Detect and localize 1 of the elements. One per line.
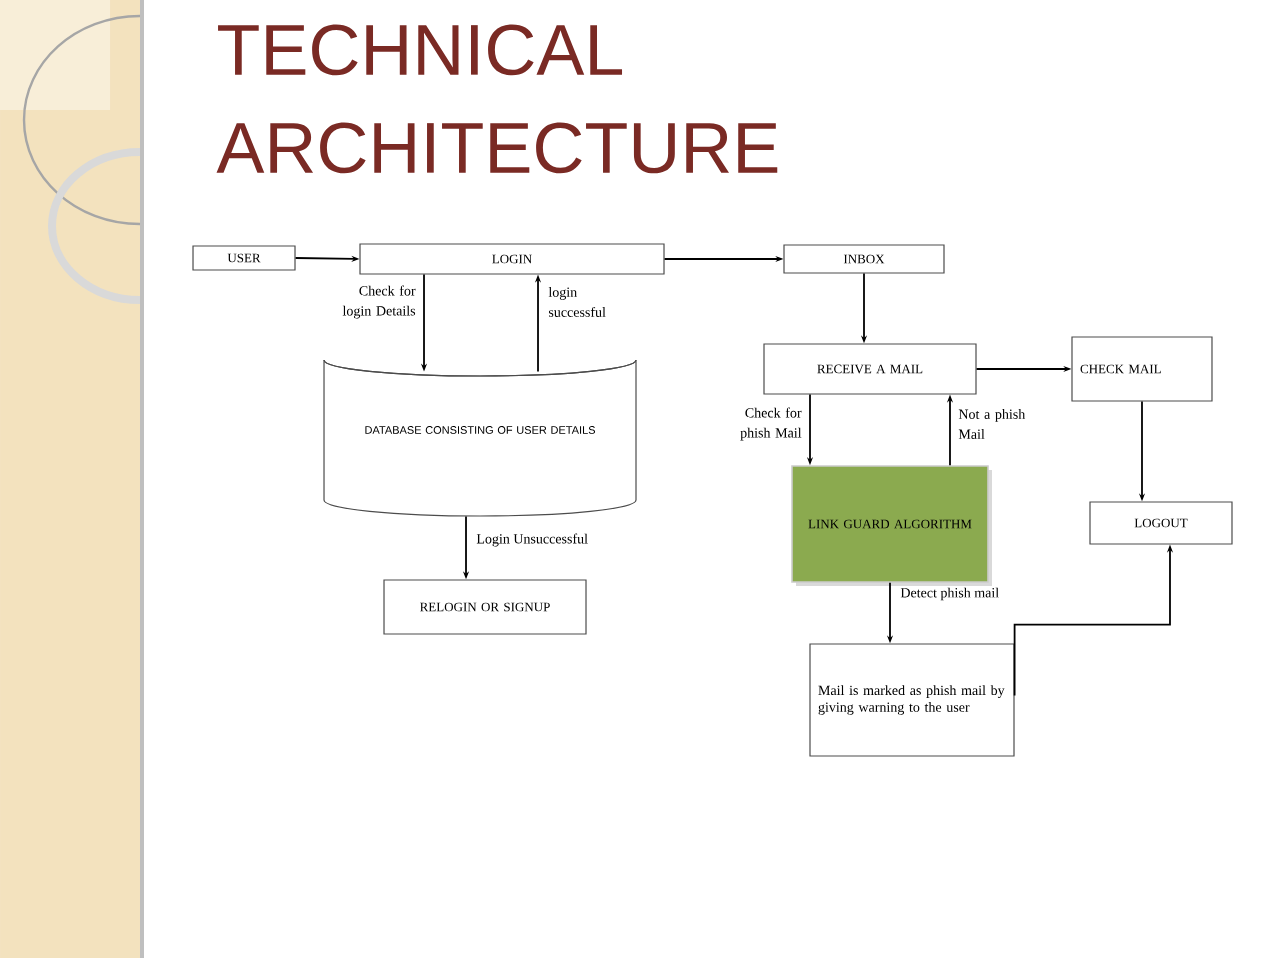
title: TECHNICAL ARCHITECTURE [216,24,778,174]
